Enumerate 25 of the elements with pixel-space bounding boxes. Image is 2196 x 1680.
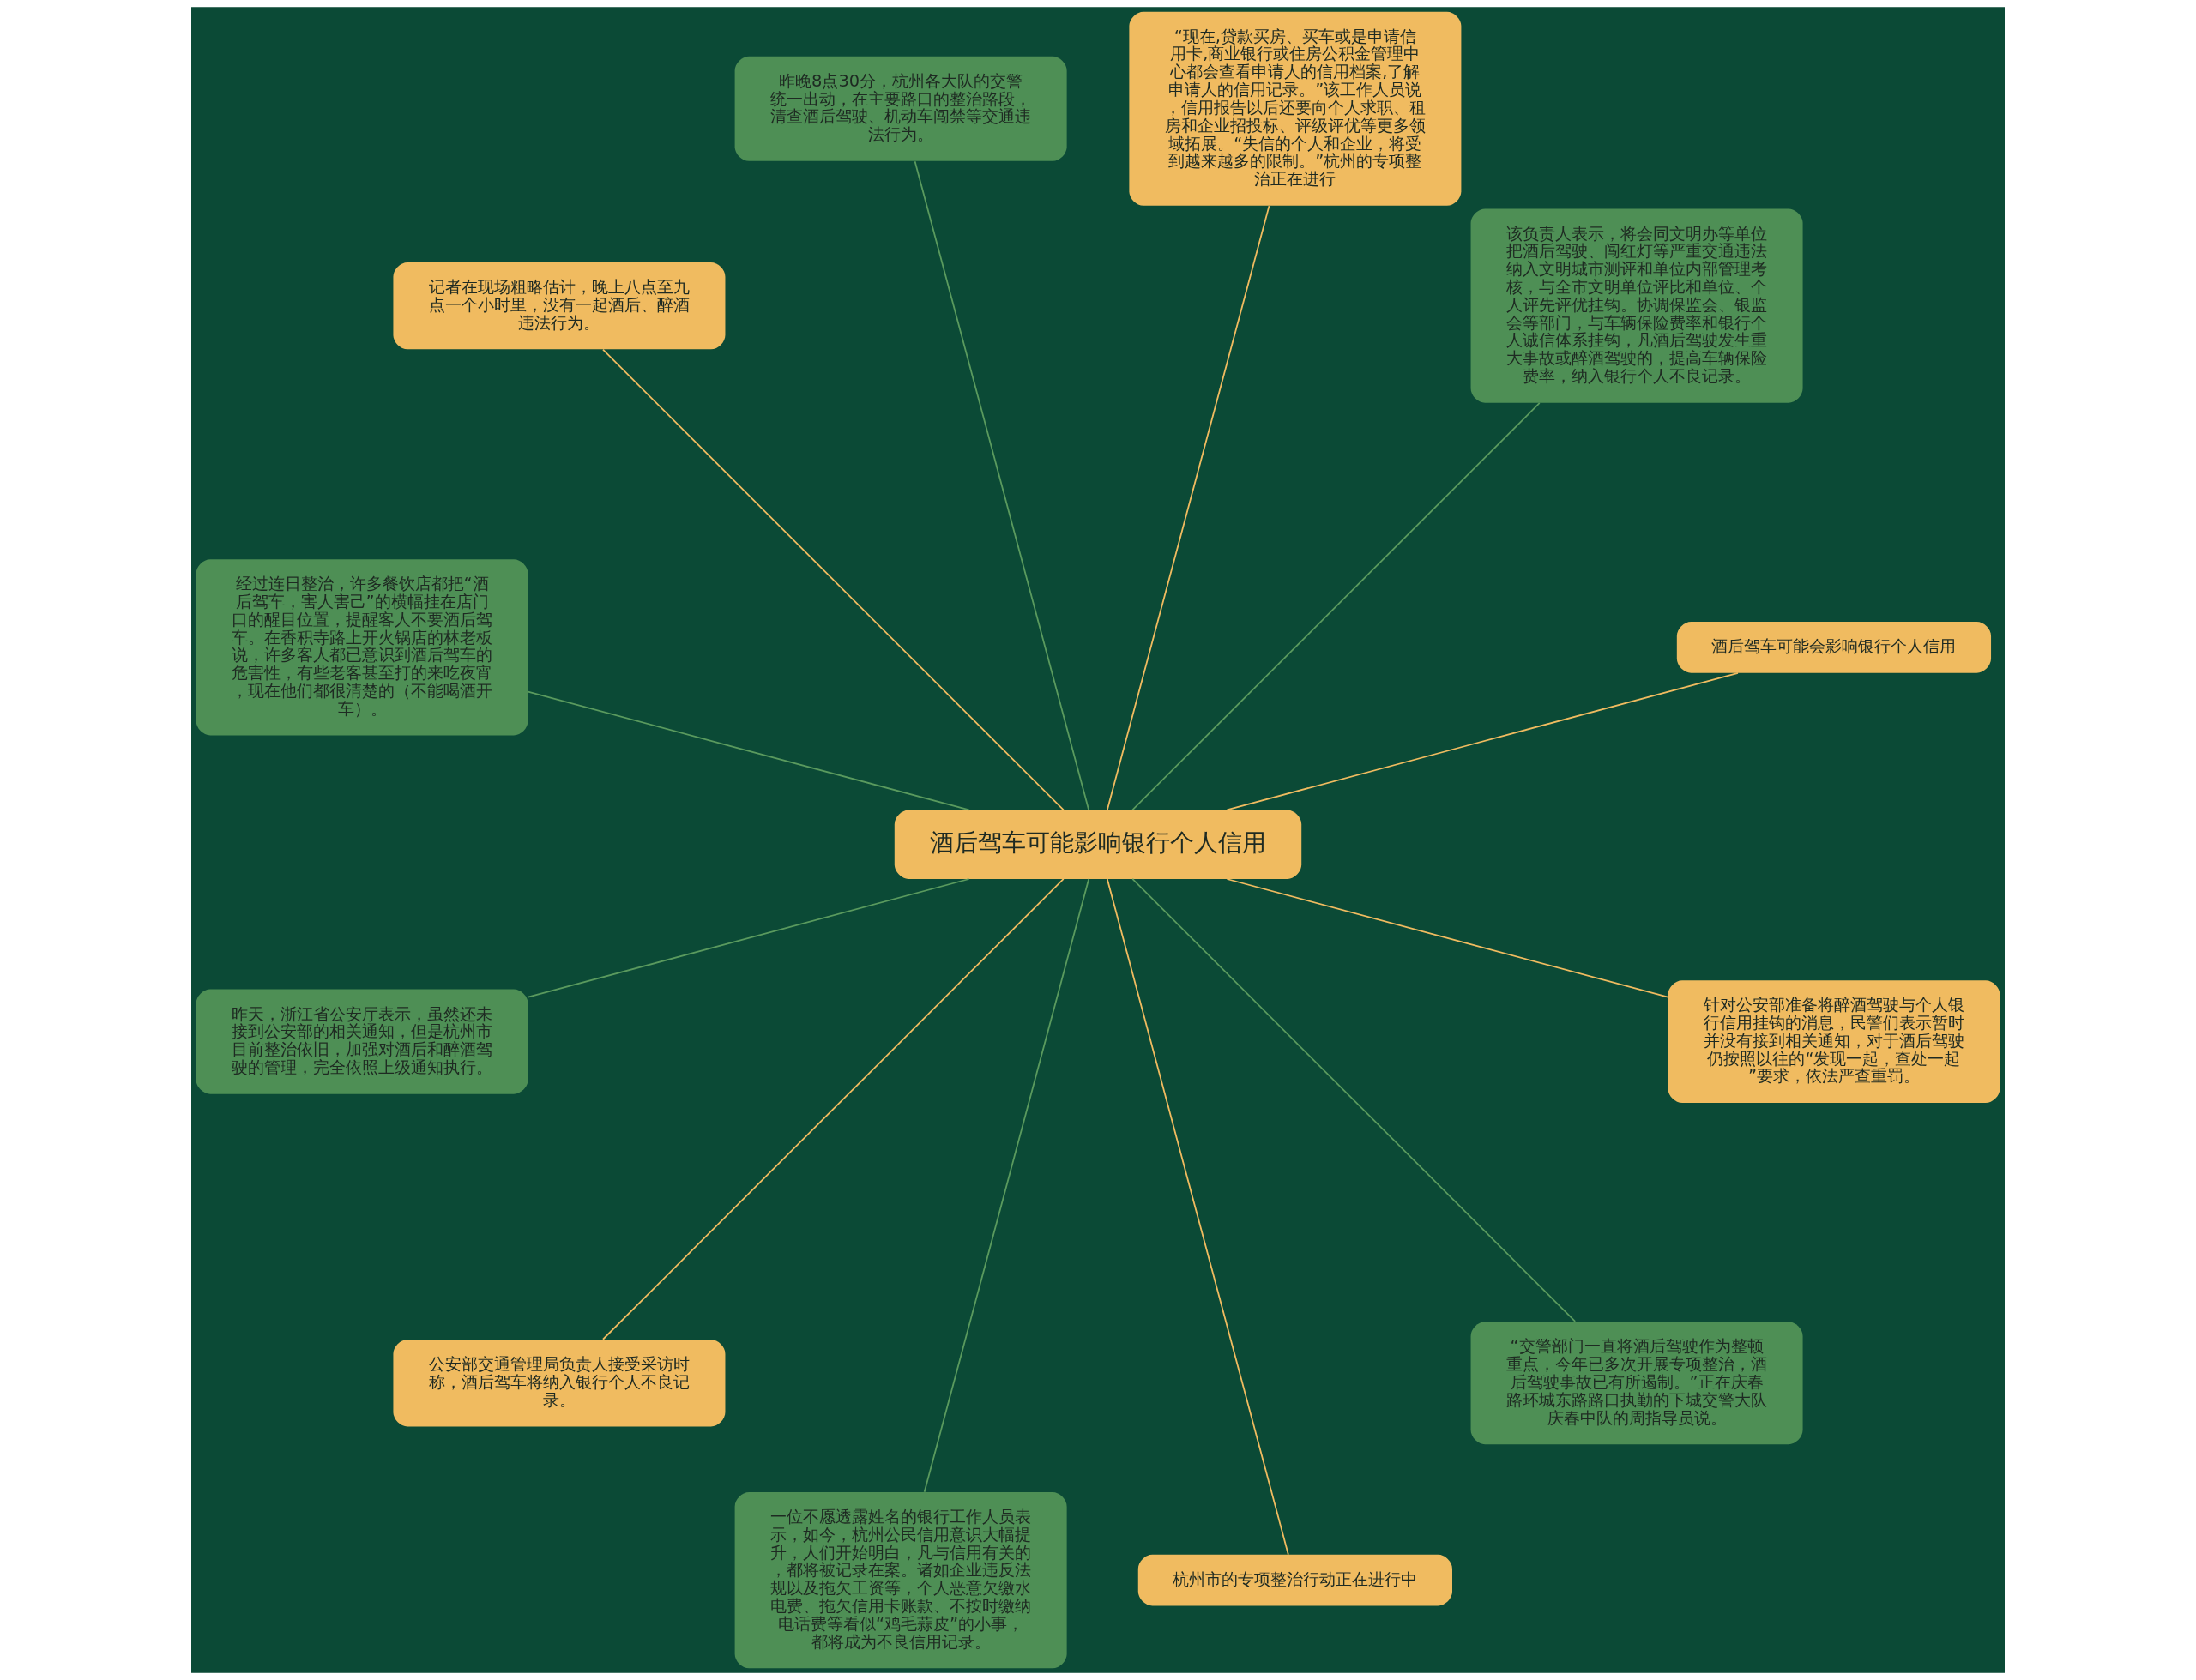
node-box: 针对公安部准备将醉酒驾驶与个人银行信用挂钩的消息，民警们表示暂时并没有接到相关通知，对于酒后驾驶仍按照以往的“发现一起，查处一起”要求，依法严查重罚。 xyxy=(1668,980,2000,1104)
node-box: 该负责人表示，将会同文明办等单位把酒后驾驶、闯红灯等严重交通违法纳入文明城市测评和单位内部管理考核，与全市文明单位评比和单位、个人评先评优挂钩。协调保监会、银监会等部门，与车辆保险费率和银行个人诚信体系挂钩，凡酒后驾驶发生重大事故或醉酒驾驶的，提高车辆保险费率，纳入银行个人不良记录。 xyxy=(1470,208,1803,403)
node-box: 酒后驾车可能会影响银行个人信用 xyxy=(1676,622,1992,673)
connector xyxy=(1131,878,1577,1322)
node-box: 杭州市的专项整治行动正在进行中 xyxy=(1137,1554,1452,1606)
node-box: “交警部门一直将酒后驾驶作为整顿重点，今年已多次开展专项整治，酒后驾驶事故已有所遏制。”正在庆春路环城东路路口执勤的下城交警大队庆春中队的周指导员说。 xyxy=(1470,1322,1803,1445)
node-box: “现在,贷款买房、买车或是申请信用卡,商业银行或住房公积金管理中心都会查看申请人的信用档案,了解申请人的信用记录。”该工作人员说，信用报告以后还要向个人求职、租房和企业招投标、评级评优等更多领域拓展。“失信的个人和企业，将受到越来越多的限制。”杭州的专项整治正在进行 xyxy=(1129,11,1462,206)
node-box: 酒后驾车可能影响银行个人信用 xyxy=(894,810,1302,879)
node-box: 记者在现场粗略估计，晚上八点至九点一个小时里，没有一起酒后、醉酒违法行为。 xyxy=(393,262,726,350)
connector xyxy=(914,160,1090,811)
connector xyxy=(1106,205,1270,811)
connector xyxy=(527,690,970,811)
node-box: 一位不愿透露姓名的银行工作人员表示，如今，杭州公民信用意识大幅提升，人们开始明白，凡与信用有关的，都将被记录在案。诸如企业违反法规以及拖欠工资等，个人恶意欠缴水电费、拖欠信用卡账款、不按时缴纳电话费等看似“鸡毛蒜皮”的小事，都将成为不良信用记录。 xyxy=(734,1492,1067,1669)
connector xyxy=(923,878,1090,1493)
connector xyxy=(1106,878,1289,1556)
connector xyxy=(602,878,1065,1340)
connector xyxy=(1131,402,1541,811)
connector xyxy=(602,348,1065,811)
node-box: 昨天，浙江省公安厅表示，虽然还未接到公安部的相关通知，但是杭州市目前整治依旧，加强对酒后和醉酒驾驶的管理，完全依照上级通知执行。 xyxy=(196,989,528,1094)
connector xyxy=(1226,878,1669,998)
node-box: 公安部交通管理局负责人接受采访时称，酒后驾车将纳入银行个人不良记录。 xyxy=(393,1340,726,1427)
connector xyxy=(527,878,970,998)
connector xyxy=(1226,671,1739,811)
node-box: 经过连日整治，许多餐饮店都把“酒后驾车，害人害己”的横幅挂在店门口的醒目位置，提醒客人不要酒后驾车。在香积寺路上开火锅店的林老板说，许多客人都已意识到酒后驾车的危害性，有些老客甚至打的来吃夜宵，现在他们都很清楚的（不能喝酒开车）。 xyxy=(196,559,528,736)
node-box: 昨晚8点30分，杭州各大队的交警统一出动，在主要路口的整治路段，清查酒后驾驶、机动车闯禁等交通违法行为。 xyxy=(734,56,1067,161)
